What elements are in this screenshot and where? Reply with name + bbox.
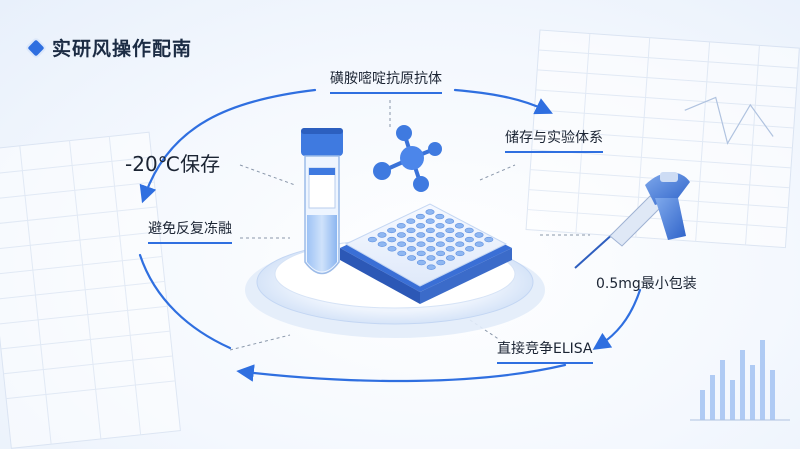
plate-well [445, 246, 455, 252]
plate-well [435, 232, 445, 238]
label-method-text: 直接竞争ELISA [497, 341, 593, 357]
label-method: 直接竞争ELISA [497, 338, 593, 364]
plate-well [416, 223, 426, 229]
label-freeze-text: 避免反复冻融 [148, 221, 232, 237]
plate-well [377, 232, 387, 238]
plate-well [387, 236, 397, 243]
plate-well [454, 223, 464, 229]
plate-well [464, 236, 474, 243]
label-top: 磺胺嘧啶抗原抗体 [330, 68, 442, 94]
microplate-icon [340, 203, 512, 304]
plate-well [425, 227, 435, 234]
label-underline [497, 362, 593, 364]
plate-well [426, 246, 436, 252]
plate-well [387, 227, 397, 234]
label-underline [505, 151, 603, 153]
plate-well [455, 250, 465, 257]
label-underline [330, 92, 442, 94]
molecule-icon [373, 125, 442, 192]
spreadsheet-icon [525, 29, 800, 249]
label-top-text: 磺胺嘧啶抗原抗体 [330, 71, 442, 87]
plate-well [484, 236, 494, 243]
plate-well [425, 218, 435, 224]
plate-well [435, 213, 445, 220]
title-row: 实研风操作配南 [27, 34, 193, 61]
plate-well [435, 223, 445, 229]
plate-well [416, 232, 426, 238]
plate-well [426, 255, 436, 261]
plate-well [435, 241, 445, 247]
diamond-icon [27, 39, 45, 56]
label-package: 0.5mg最小包装 [596, 276, 697, 292]
plate-well [436, 259, 446, 266]
label-storage: 储存与实验体系 [505, 127, 603, 153]
label-freeze: 避免反复冻融 [148, 218, 232, 244]
plate-well [426, 264, 436, 270]
plate-well [406, 246, 416, 252]
plate-well [436, 250, 446, 257]
plate-well [426, 236, 436, 243]
plate-well [425, 209, 435, 215]
plate-well [416, 250, 426, 257]
bar-chart-icon [690, 340, 790, 421]
plate-well [445, 236, 455, 243]
plate-well [416, 241, 426, 247]
plate-well [387, 246, 397, 252]
label-temperature: -20℃保存 [125, 152, 221, 176]
plate-well [377, 241, 387, 247]
plate-well [367, 236, 377, 243]
plate-well [415, 213, 425, 220]
plate-well [416, 259, 426, 266]
plate-well [474, 232, 484, 238]
plate-well [445, 255, 455, 261]
plate-well [396, 232, 406, 238]
plate-well [455, 241, 465, 247]
plate-well [455, 232, 465, 238]
label-storage-text: 储存与实验体系 [505, 130, 603, 146]
plate-well [396, 223, 406, 229]
pipette-icon [574, 172, 690, 269]
test-tube-icon [301, 128, 343, 275]
plate-well [464, 227, 474, 234]
plate-well [465, 246, 475, 252]
label-underline [148, 242, 232, 244]
plate-well [445, 218, 455, 224]
plate-well [397, 241, 407, 247]
plate-well [474, 241, 484, 247]
spreadsheet-icon [0, 131, 181, 449]
plate-well [407, 255, 417, 261]
page-title: 实研风操作配南 [52, 38, 193, 60]
plate-well [445, 227, 455, 234]
plate-well [406, 227, 416, 234]
plate-well [406, 218, 416, 224]
cycle-arrow-icon [138, 88, 642, 383]
plate-well [406, 236, 416, 243]
plate-well [397, 250, 407, 257]
